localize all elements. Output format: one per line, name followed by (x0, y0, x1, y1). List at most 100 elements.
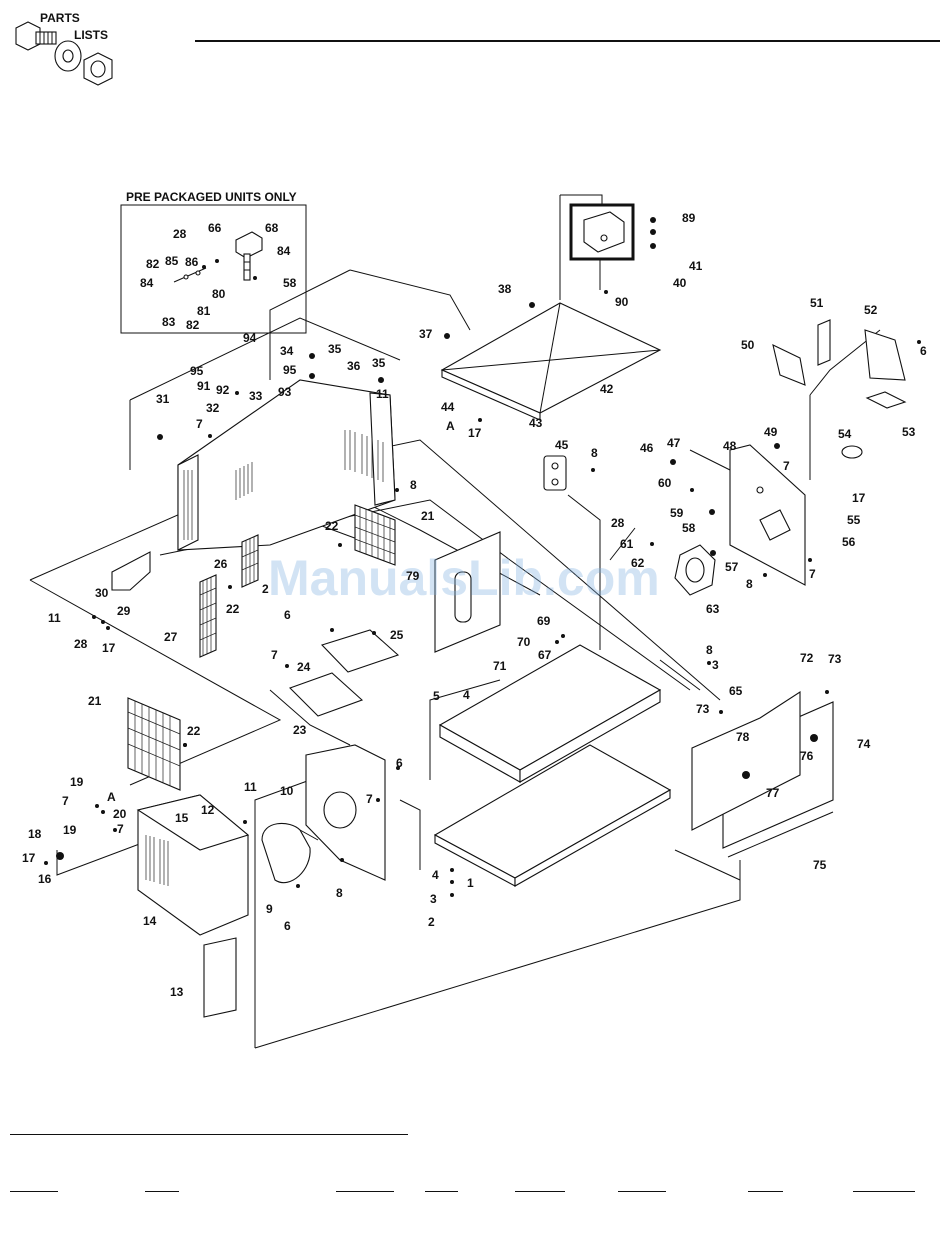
callout-12: 12 (201, 803, 215, 817)
callout-42: 42 (600, 382, 614, 396)
callout-61: 61 (620, 537, 634, 551)
callout-50: 50 (741, 338, 755, 352)
callout-46: 46 (640, 441, 654, 455)
detail-block (583, 211, 625, 253)
callout-73: 73 (828, 652, 842, 666)
callout-7: 7 (271, 648, 278, 662)
callout-95: 95 (283, 363, 297, 377)
label-50 (772, 344, 806, 386)
callout-7: 7 (62, 794, 69, 808)
main-housing (177, 379, 396, 551)
logo-text-parts: PARTS (40, 11, 80, 25)
inset-box (120, 204, 307, 334)
footer-blank-5 (515, 1191, 565, 1192)
callout-22: 22 (325, 519, 339, 533)
callout-4: 4 (432, 868, 439, 882)
footer-blank-3 (336, 1191, 394, 1192)
callout-3: 3 (712, 658, 719, 672)
bracket-30 (111, 551, 151, 591)
callout-33: 33 (249, 389, 263, 403)
callout-labels: 28 66 68 84 82 85 86 84 58 80 81 82 83 9… (22, 211, 927, 999)
top-cover-42 (440, 302, 662, 421)
callout-22: 22 (226, 602, 240, 616)
callout-37: 37 (419, 327, 433, 341)
plate-23 (288, 672, 364, 717)
header-rule (195, 40, 940, 42)
callout-8: 8 (336, 886, 343, 900)
hardware-fasteners (44, 217, 921, 897)
callout-55: 55 (847, 513, 861, 527)
callout-21: 21 (421, 509, 435, 523)
callout-A: A (107, 790, 116, 804)
callout-47: 47 (667, 436, 681, 450)
callout-9: 9 (266, 902, 273, 916)
callout-52: 52 (864, 303, 878, 317)
hardware-bolt-washer-nut-icon (15, 21, 113, 86)
strip-51 (817, 319, 831, 366)
callout-60: 60 (658, 476, 672, 490)
callout-36: 36 (347, 359, 361, 373)
callout-43: 43 (529, 416, 543, 430)
bracket-52 (864, 329, 906, 381)
base-71 (438, 644, 662, 783)
callout-6: 6 (284, 919, 291, 933)
callout-35: 35 (372, 356, 386, 370)
grille-21-upper (354, 504, 396, 566)
callout-16: 16 (38, 872, 52, 886)
callout-85: 85 (165, 254, 179, 268)
panel-13 (203, 937, 237, 1018)
footer-rule (10, 1134, 408, 1135)
callout-79: 79 (406, 569, 420, 583)
callout-76: 76 (800, 749, 814, 763)
callout-19: 19 (70, 775, 84, 789)
fan-9 (261, 822, 319, 884)
callout-11: 11 (48, 611, 61, 625)
callout-68: 68 (265, 221, 279, 235)
callout-81: 81 (197, 304, 211, 318)
callout-2: 2 (262, 582, 269, 596)
footer-blank-8 (853, 1191, 915, 1192)
callout-11: 11 (376, 387, 389, 401)
callout-74: 74 (857, 737, 871, 751)
callout-7: 7 (366, 792, 373, 806)
callout-8: 8 (410, 478, 417, 492)
callout-82: 82 (186, 318, 200, 332)
detail-callout-box (569, 203, 635, 261)
callout-23: 23 (293, 723, 307, 737)
footer-blank-2 (145, 1191, 179, 1192)
callout-41: 41 (689, 259, 703, 273)
callout-54: 54 (838, 427, 852, 441)
callout-A: A (446, 419, 455, 433)
logo-text-lists: LISTS (74, 28, 108, 42)
callout-63: 63 (706, 602, 720, 616)
callout-92: 92 (216, 383, 230, 397)
callout-30: 30 (95, 586, 109, 600)
callout-8: 8 (706, 643, 713, 657)
callout-29: 29 (117, 604, 131, 618)
callout-8: 8 (746, 577, 753, 591)
base-panel-1 (433, 744, 672, 887)
callout-82: 82 (146, 257, 160, 271)
callout-21: 21 (88, 694, 102, 708)
callout-53: 53 (902, 425, 916, 439)
callout-51: 51 (810, 296, 824, 310)
callout-91: 91 (197, 379, 211, 393)
grille-26 (241, 534, 259, 588)
callout-69: 69 (537, 614, 551, 628)
footer-blank-1 (10, 1191, 58, 1192)
callout-38: 38 (498, 282, 512, 296)
callout-58: 58 (283, 276, 297, 290)
callout-7: 7 (117, 822, 124, 836)
callout-86: 86 (185, 255, 199, 269)
callout-72: 72 (800, 651, 814, 665)
transformer-63 (674, 544, 716, 596)
callout-4: 4 (463, 688, 470, 702)
callout-70: 70 (517, 635, 531, 649)
footer-blank-6 (618, 1191, 666, 1192)
callout-57: 57 (725, 560, 739, 574)
callout-11: 11 (244, 780, 257, 794)
callout-90: 90 (615, 295, 629, 309)
callout-17: 17 (852, 491, 866, 505)
callout-34: 34 (280, 344, 294, 358)
